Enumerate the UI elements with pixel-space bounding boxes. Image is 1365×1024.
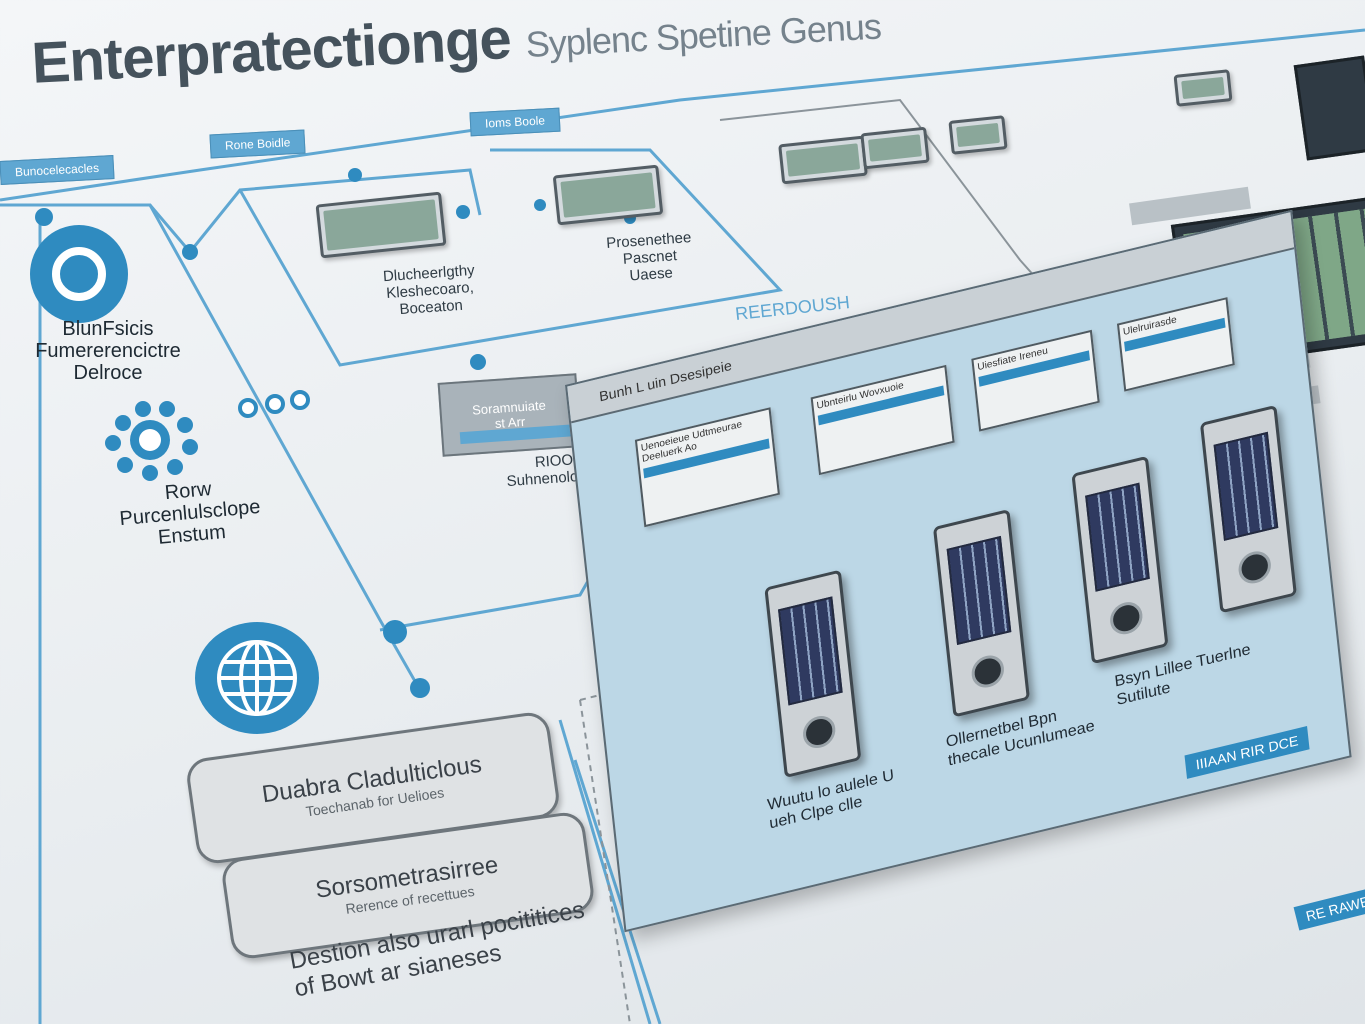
tab-1[interactable]: Rone Boidle xyxy=(209,129,306,159)
left-item-label-1: BlunFsicis Fumererencictre Delroce xyxy=(35,318,181,384)
panel-screen-3[interactable]: Uiesfiate Ireneu xyxy=(971,329,1100,432)
server-icon-4 xyxy=(1199,404,1297,614)
gear-cluster-icon xyxy=(95,395,215,485)
ring-icon xyxy=(30,225,128,323)
panel-screen-4[interactable]: Ulelruirasde xyxy=(1116,297,1235,392)
device-caption-1: Dlucheerlgthy Kleshecoaro, Boceaton xyxy=(382,261,476,319)
panel-screen-2[interactable]: Ubnteirlu Wovxuoie xyxy=(810,364,955,476)
tab-2[interactable]: Ioms Boole xyxy=(469,107,561,137)
mid-box[interactable]: Soramnuiate st Arr xyxy=(437,373,582,457)
monitor-icon-5 xyxy=(948,115,1008,155)
panel-footer-tag: IIIAAN RIR DCE xyxy=(1184,726,1310,779)
top-right-display xyxy=(1293,55,1365,161)
monitor-icon-4 xyxy=(860,126,930,170)
monitor-icon-6 xyxy=(1173,69,1233,107)
server-icon-1 xyxy=(764,569,862,779)
server-icon-2 xyxy=(932,508,1030,718)
globe-icon xyxy=(190,618,325,738)
device-caption-2: Prosenethee Pascnet Uaese xyxy=(605,229,692,285)
panel-screen-1[interactable]: Uenoeieue Udtmeurae Deeluerk Ao xyxy=(634,407,780,528)
server-icon-3 xyxy=(1071,455,1169,665)
